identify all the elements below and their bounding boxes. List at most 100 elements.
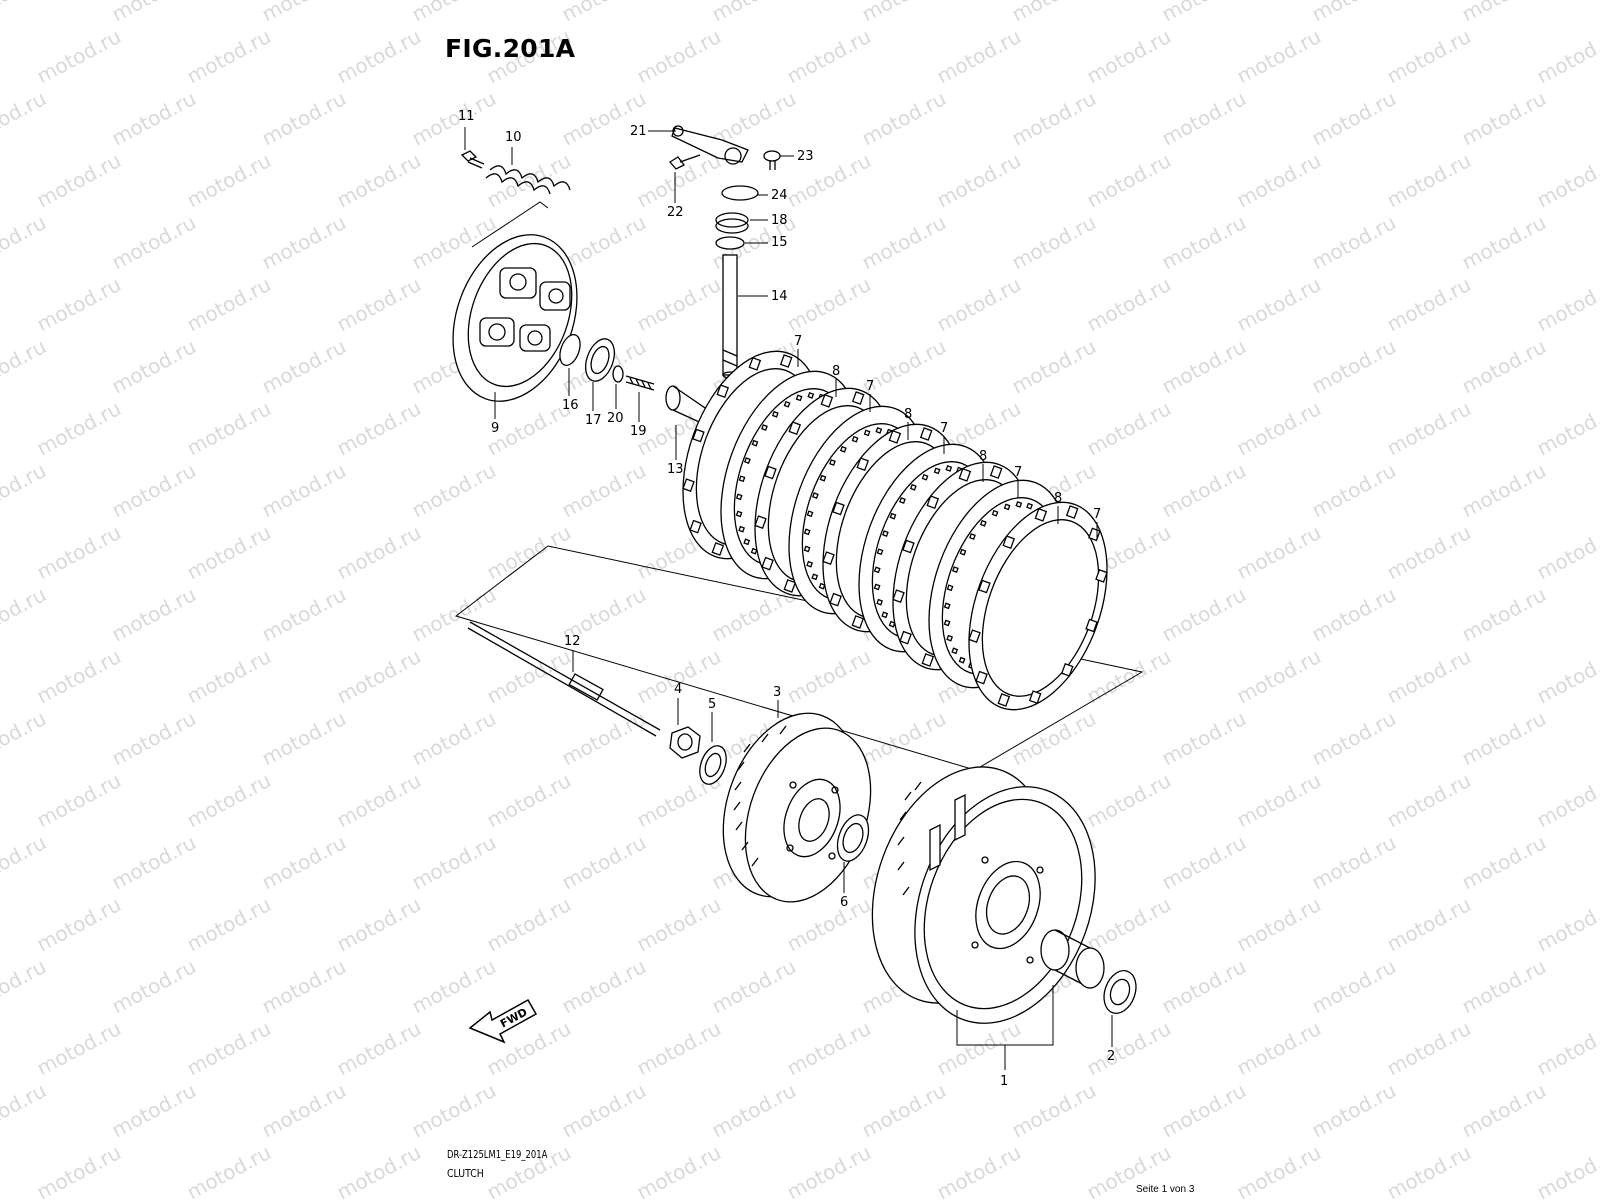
part-19-rod <box>625 375 655 391</box>
watermark-text: motod.ru <box>1458 954 1550 1018</box>
watermark-text: motod.ru <box>1308 706 1400 770</box>
part-12-push-rod <box>467 621 661 737</box>
watermark-text: motod.ru <box>108 210 200 274</box>
callout-1: 1 <box>1000 1074 1008 1089</box>
watermark-text: motod.ru <box>333 272 425 336</box>
watermark-text: motod.ru <box>1308 0 1400 26</box>
watermark-text: motod.ru <box>783 1016 875 1080</box>
watermark-text: motod.ru <box>1008 0 1100 26</box>
part-1-spacer <box>1040 929 1105 989</box>
watermark-text: motod.ru <box>333 24 425 88</box>
watermark-text: motod.ru <box>1533 768 1600 832</box>
part-3-clutch-hub <box>722 712 872 903</box>
watermark-text: motod.ru <box>1083 148 1175 212</box>
part-14-shaft <box>722 254 738 379</box>
callout-15: 15 <box>771 235 788 250</box>
watermark-text: motod.ru <box>1533 1140 1600 1200</box>
watermark-text: motod.ru <box>333 396 425 460</box>
watermark-text: motod.ru <box>333 1016 425 1080</box>
plate-callout: 7 <box>1093 507 1101 522</box>
watermark-text: motod.ru <box>1308 582 1400 646</box>
watermark-text: motod.ru <box>1458 706 1550 770</box>
watermark-text: motod.ru <box>1233 644 1325 708</box>
section-name: CLUTCH <box>447 1167 484 1180</box>
callout-11: 11 <box>458 109 475 124</box>
watermark-text: motod.ru <box>1383 892 1475 956</box>
watermark-text: motod.ru <box>1083 1016 1175 1080</box>
watermark-text: motod.ru <box>183 768 275 832</box>
watermark-text: motod.ru <box>333 892 425 956</box>
watermark-text: motod.ru <box>1383 768 1475 832</box>
watermark-text: motod.ru <box>1158 458 1250 522</box>
part-24-washer <box>721 185 759 201</box>
plate-callout: 8 <box>1054 491 1062 506</box>
part-1-clutch-housing <box>871 766 1096 1024</box>
watermark-text: motod.ru <box>933 148 1025 212</box>
watermark-text: motod.ru <box>1458 210 1550 274</box>
watermark-text: motod.ru <box>558 0 650 26</box>
watermark-text: motod.ru <box>1158 1078 1250 1142</box>
watermark-text: motod.ru <box>408 86 500 150</box>
watermark-text: motod.ru <box>33 892 125 956</box>
watermark-text: motod.ru <box>258 86 350 150</box>
watermark-text: motod.ru <box>1083 892 1175 956</box>
callout-17: 17 <box>585 413 602 428</box>
callout-24: 24 <box>771 188 788 203</box>
watermark-text: motod.ru <box>108 86 200 150</box>
callout-22: 22 <box>667 205 684 220</box>
part-15-washer <box>715 236 745 250</box>
watermark-text: motod.ru <box>1383 1140 1475 1200</box>
callout-12: 12 <box>564 634 581 649</box>
watermark-text: motod.ru <box>1233 520 1325 584</box>
watermark-text: motod.ru <box>633 1140 725 1200</box>
part-4-nut <box>669 726 701 759</box>
watermark-text: motod.ru <box>1383 396 1475 460</box>
callout-5: 5 <box>708 697 716 712</box>
watermark-text: motod.ru <box>0 954 50 1018</box>
callout-2: 2 <box>1107 1049 1115 1064</box>
clutch-plate-stack <box>682 350 1108 711</box>
watermark-text: motod.ru <box>933 1016 1025 1080</box>
watermark-text: motod.ru <box>1008 706 1100 770</box>
page-indicator: Seite 1 von 3 <box>1136 1184 1195 1195</box>
watermark-text: motod.ru <box>408 954 500 1018</box>
watermark-text: motod.ru <box>33 148 125 212</box>
watermark-text: motod.ru <box>1308 830 1400 894</box>
watermark-text: motod.ru <box>1083 272 1175 336</box>
watermark-text: motod.ru <box>408 830 500 894</box>
watermark-text: motod.ru <box>258 0 350 26</box>
watermark-text: motod.ru <box>1383 24 1475 88</box>
watermark-text: motod.ru <box>183 148 275 212</box>
watermark-text: motod.ru <box>708 0 800 26</box>
callout-19: 19 <box>630 424 647 439</box>
watermark-text: motod.ru <box>0 1078 50 1142</box>
watermark-text: motod.ru <box>1308 210 1400 274</box>
watermark-text: motod.ru <box>1233 768 1325 832</box>
watermark-text: motod.ru <box>258 210 350 274</box>
part-16-washer <box>559 334 581 366</box>
watermark-text: motod.ru <box>783 644 875 708</box>
plate-callout: 7 <box>866 379 874 394</box>
watermark-text: motod.ru <box>108 954 200 1018</box>
watermark-text: motod.ru <box>1308 334 1400 398</box>
watermark-text: motod.ru <box>483 644 575 708</box>
watermark-text: motod.ru <box>0 830 50 894</box>
watermark-text: motod.ru <box>558 458 650 522</box>
watermark-text: motod.ru <box>1158 830 1250 894</box>
watermark-text: motod.ru <box>183 892 275 956</box>
callout-13: 13 <box>667 462 684 477</box>
watermark-text: motod.ru <box>483 520 575 584</box>
plate-callout: 7 <box>794 334 802 349</box>
callout-23: 23 <box>797 149 814 164</box>
part-6-thrust-washer <box>836 814 870 862</box>
watermark-text: motod.ru <box>933 1140 1025 1200</box>
watermark-text: motod.ru <box>1233 396 1325 460</box>
watermark-text: motod.ru <box>1533 396 1600 460</box>
watermark-text: motod.ru <box>558 830 650 894</box>
watermark-text: motod.ru <box>1533 520 1600 584</box>
watermark-text: motod.ru <box>1533 644 1600 708</box>
watermark-text: motod.ru <box>783 1140 875 1200</box>
watermark-text: motod.ru <box>633 24 725 88</box>
